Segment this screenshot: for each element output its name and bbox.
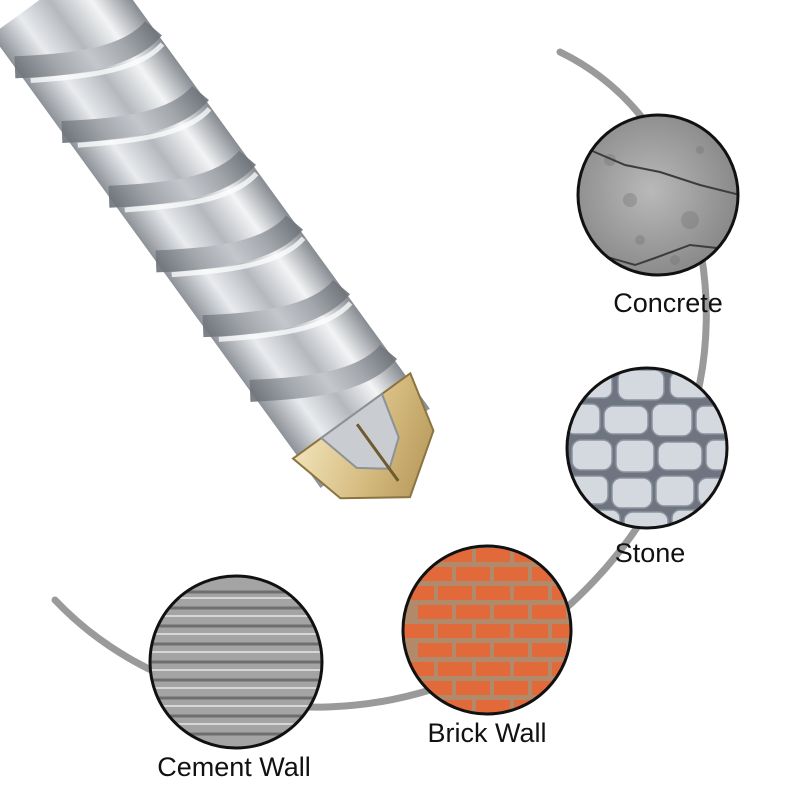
cement-wall-label: Cement Wall <box>157 752 311 782</box>
cement-texture-icon <box>148 574 324 750</box>
brick-wall-label: Brick Wall <box>427 718 547 748</box>
brick-texture-icon <box>401 544 573 716</box>
concrete-label: Concrete <box>613 288 723 318</box>
concrete-texture-icon <box>576 113 740 277</box>
drill-bit-icon <box>0 0 435 500</box>
stone-texture-icon <box>565 366 729 530</box>
stone-label: Stone <box>614 538 686 568</box>
